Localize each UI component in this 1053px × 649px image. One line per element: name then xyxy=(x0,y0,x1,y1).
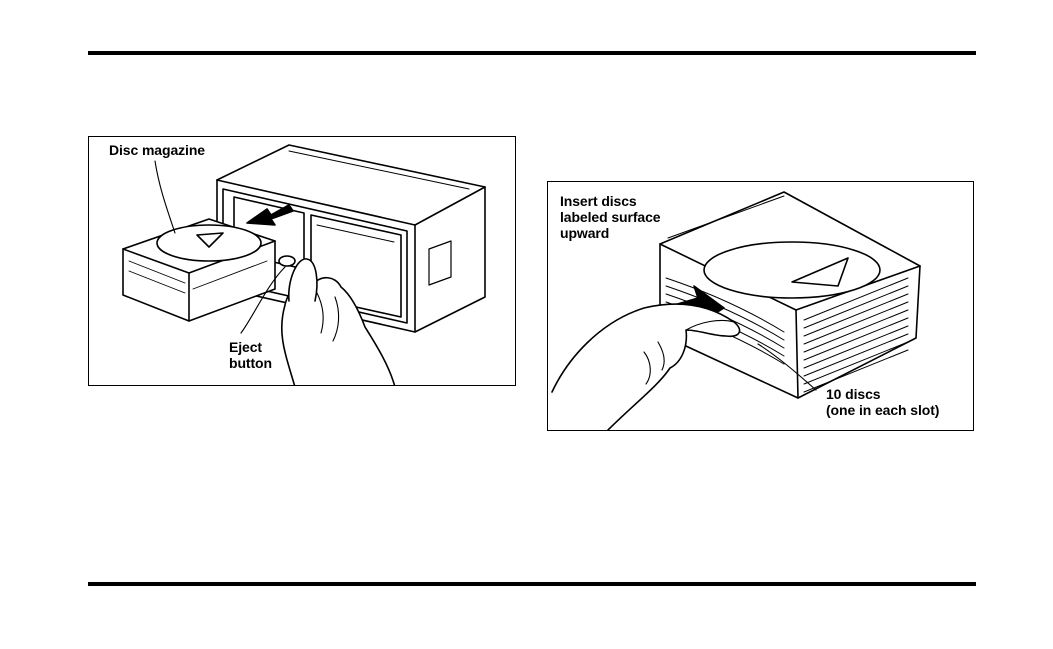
discs-label-line1: 10 discs xyxy=(826,387,880,401)
eject-button-shape xyxy=(279,256,295,266)
top-disc xyxy=(704,242,880,298)
insert-label-line1: Insert discs xyxy=(560,194,637,208)
eject-magazine-figure: Disc magazine Eject button xyxy=(88,136,516,386)
discs-label-line2: (one in each slot) xyxy=(826,403,939,417)
insert-discs-figure: Insert discs labeled surface upward 10 d… xyxy=(547,181,974,431)
insert-label-line3: upward xyxy=(560,226,609,240)
eject-magazine-illustration xyxy=(89,137,515,385)
eject-label-line2: button xyxy=(229,356,272,370)
top-rule xyxy=(88,51,976,55)
bottom-rule xyxy=(88,582,976,586)
disc-magazine-label: Disc magazine xyxy=(109,143,205,157)
hand xyxy=(552,304,740,430)
insert-label-line2: labeled surface xyxy=(560,210,660,224)
magazine-leader-line xyxy=(155,161,175,233)
eject-label-line1: Eject xyxy=(229,340,262,354)
